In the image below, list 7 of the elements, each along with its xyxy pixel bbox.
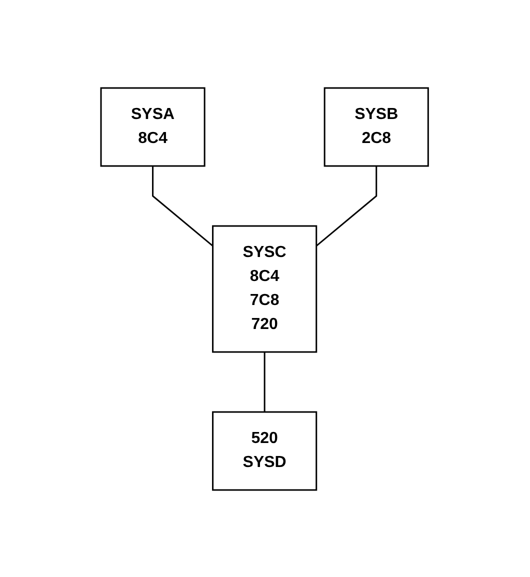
connector	[316, 166, 378, 246]
connector	[264, 352, 266, 412]
node-box: SYSC 8C4 7C8 720	[212, 224, 318, 352]
node-box: SYSB 2C8	[324, 86, 430, 166]
connector	[152, 166, 214, 246]
node-box: SYSA 8C4	[100, 86, 206, 166]
node-box: 520 SYSD	[212, 410, 318, 490]
